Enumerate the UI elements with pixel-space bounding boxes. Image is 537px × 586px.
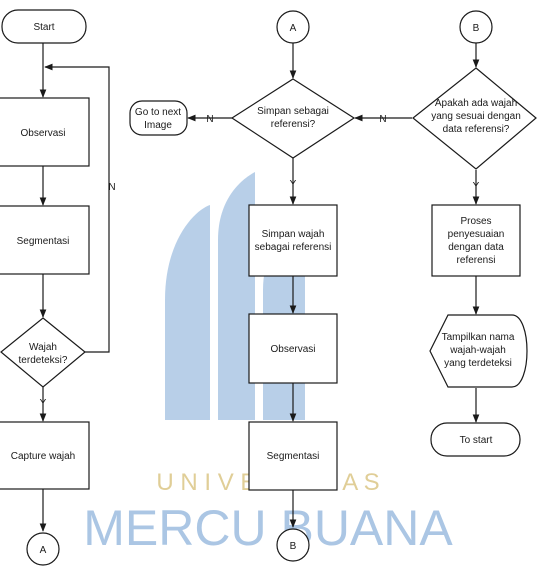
- connector-a-top: A: [276, 10, 310, 44]
- svg-text:Capture wajah: Capture wajah: [11, 451, 75, 462]
- svg-text:B: B: [290, 541, 297, 552]
- simpan-wajah-line-1: Simpan wajah: [262, 229, 325, 240]
- proses-penyesuaian-line-4: referensi: [457, 255, 496, 266]
- apakah-ada-wajah-line-1: Apakah ada wajah: [435, 98, 517, 109]
- svg-text:Segmentasi: Segmentasi: [267, 451, 320, 462]
- wajah-terdeteksi-decision: Wajah terdeteksi?: [0, 317, 86, 388]
- proses-penyesuaian-process: Proses penyesuaian dengan data referensi: [431, 204, 521, 277]
- column-1-edges: [39, 43, 110, 532]
- connector-a-bottom: A: [26, 532, 60, 566]
- edge-label-n-go-next: N: [206, 114, 213, 125]
- wajah-terdeteksi-line-2: terdeteksi?: [19, 355, 68, 366]
- svg-text:Observasi: Observasi: [20, 128, 65, 139]
- start-terminal: Start: [1, 9, 87, 44]
- observasi-2-process: Observasi: [248, 313, 338, 384]
- wajah-terdeteksi-line-1: Wajah: [29, 342, 57, 353]
- tampilkan-nama-line-2: wajah-wajah: [449, 345, 506, 356]
- proses-penyesuaian-line-1: Proses: [460, 216, 491, 227]
- capture-wajah-process: Capture wajah: [0, 421, 90, 490]
- svg-text:A: A: [290, 23, 297, 34]
- simpan-referensi-line-2: referensi?: [271, 119, 316, 130]
- edge-label-y-simpan: Y: [290, 179, 297, 190]
- observasi-1-process: Observasi: [0, 97, 90, 167]
- connector-b-bottom: B: [276, 528, 310, 562]
- proses-penyesuaian-line-3: dengan data: [448, 242, 504, 253]
- to-start-terminal: To start: [430, 422, 521, 457]
- svg-text:A: A: [40, 545, 47, 556]
- svg-text:To start: To start: [460, 435, 493, 446]
- go-next-image-line-1: Go to next: [135, 107, 181, 118]
- connector-b-top: B: [459, 10, 493, 44]
- simpan-referensi-decision: Simpan sebagai referensi?: [230, 78, 356, 159]
- tampilkan-nama-display: Tampilkan nama wajah-wajah yang terdetek…: [429, 314, 528, 388]
- segmentasi-1-process: Segmentasi: [0, 205, 90, 275]
- watermark-logo-shape-left: [165, 205, 210, 420]
- simpan-wajah-line-2: sebagai referensi: [255, 242, 332, 253]
- simpan-referensi-line-1: Simpan sebagai: [257, 106, 329, 117]
- proses-penyesuaian-line-2: penyesuaian: [448, 229, 505, 240]
- edge-label-y-capture: Y: [40, 398, 47, 409]
- tampilkan-nama-line-1: Tampilkan nama: [442, 332, 515, 343]
- edge-label-y-apakah: Y: [473, 181, 480, 192]
- go-next-image-terminal: Go to next Image: [129, 100, 188, 136]
- svg-text:Segmentasi: Segmentasi: [17, 236, 70, 247]
- segmentasi-2-process: Segmentasi: [248, 421, 338, 491]
- tampilkan-nama-line-3: yang terdeteksi: [444, 358, 512, 369]
- apakah-ada-wajah-line-3: data referensi?: [443, 124, 510, 135]
- edge-label-n-loop: N: [108, 182, 115, 193]
- svg-text:Start: Start: [33, 22, 54, 33]
- watermark-line-2: MERCU BUANA: [83, 500, 453, 556]
- go-next-image-line-2: Image: [144, 120, 172, 131]
- column-2-edges: [187, 43, 412, 528]
- apakah-ada-wajah-decision: Apakah ada wajah yang sesuai dengan data…: [412, 67, 537, 170]
- svg-text:B: B: [473, 23, 480, 34]
- apakah-ada-wajah-line-2: yang sesuai dengan: [431, 111, 521, 122]
- svg-text:Observasi: Observasi: [270, 344, 315, 355]
- watermark-logo-shape-middle: [218, 172, 255, 420]
- edge-label-n-apakah: N: [379, 114, 386, 125]
- simpan-wajah-process: Simpan wajah sebagai referensi: [248, 204, 338, 277]
